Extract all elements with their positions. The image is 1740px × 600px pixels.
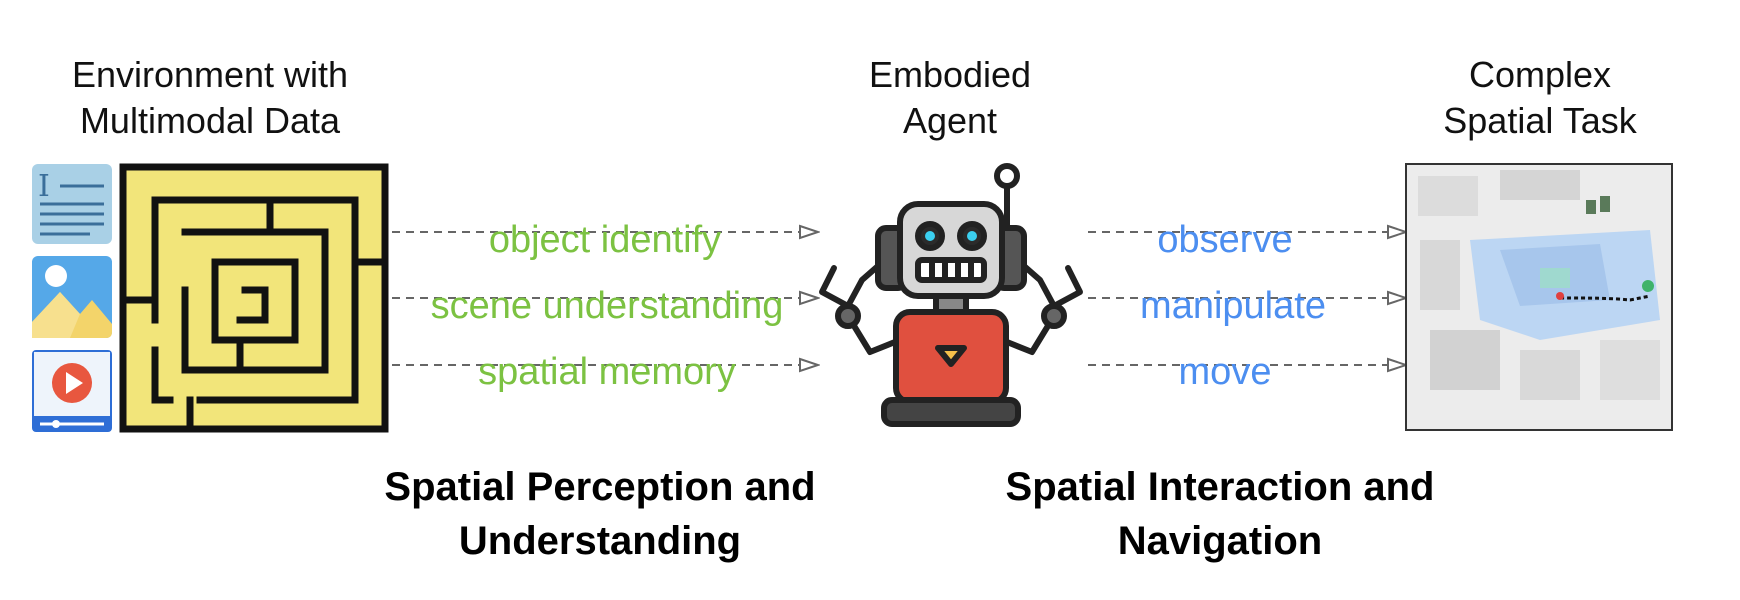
video-icon (32, 350, 112, 432)
label-move: move (1178, 351, 1272, 393)
image-icon (32, 256, 112, 338)
robot-icon (819, 163, 1083, 427)
svg-text:I: I (38, 169, 50, 204)
label-observe: observe (1157, 219, 1293, 261)
map-icon (1405, 163, 1673, 431)
maze-icon (119, 163, 389, 433)
label-spatial-memory: spatial memory (478, 351, 736, 393)
label-manipulate: manipulate (1140, 285, 1326, 327)
perception-arrows (392, 232, 818, 365)
interaction-section-title: Spatial Interaction and Navigation (1005, 465, 1435, 563)
environment-title: Environment with Multimodal Data (71, 54, 349, 141)
document-icon: I (32, 164, 112, 244)
perception-section-title: Spatial Perception and Understanding (384, 465, 816, 563)
interaction-arrows (1088, 232, 1406, 365)
agent-title: Embodied Agent (868, 54, 1032, 141)
label-object-identify: object identify (488, 219, 722, 261)
label-scene-understanding: scene understanding (430, 285, 784, 327)
task-title: Complex Spatial Task (1443, 54, 1637, 141)
